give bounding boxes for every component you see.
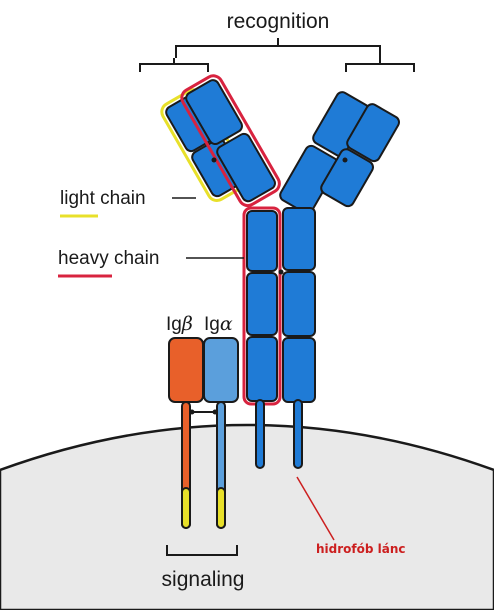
light-chain-right: [320, 103, 400, 208]
ig-beta-label: Igβ: [166, 313, 193, 335]
signaling-bracket: [166, 545, 238, 556]
heavy-chain-left-fab: [180, 74, 281, 208]
signaling-label: signaling: [162, 568, 245, 591]
recognition-bracket: [139, 38, 415, 72]
transmembrane-tails: [255, 399, 303, 469]
ig-link: [189, 409, 218, 415]
cell-membrane: [0, 423, 494, 610]
light-chain-label: light chain: [60, 188, 146, 209]
disulfide-bond-dots: [211, 157, 348, 275]
heavy-chain-fc-right: [282, 207, 316, 403]
hydrophobic-pointer: [296, 476, 335, 541]
ig-alpha: [203, 337, 239, 529]
ig-beta: [168, 337, 204, 529]
ig-alpha-label: Igα: [204, 313, 233, 335]
hydrophobic-label: hidrofób lánc: [316, 542, 406, 556]
heavy-chain-fc-left: [242, 206, 282, 406]
heavy-chain-label: heavy chain: [58, 248, 159, 269]
recognition-title: recognition: [227, 10, 330, 33]
